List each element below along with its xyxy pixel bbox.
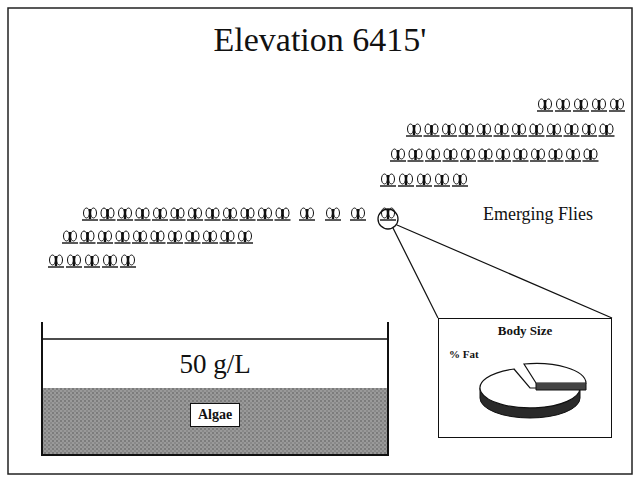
fly-icon [48,255,64,267]
fly-icon [275,208,291,220]
fly-icon [84,255,100,267]
fly-icon [257,208,273,220]
fly-icon [565,149,581,161]
fly-icon [511,124,527,136]
fly-icon [441,124,457,136]
fly-icon [460,149,476,161]
algae-label: Algae [198,406,232,424]
fly-icon [152,208,168,220]
fly-swarm [48,99,625,267]
zoom-leader [397,225,612,318]
frame-border [8,8,632,474]
algae-layer [43,388,387,454]
fly-icon [452,174,468,186]
fly-icon [581,124,597,136]
fly-icon [150,231,166,243]
zoom-circle [378,209,398,229]
fly-icon [476,124,492,136]
fly-icon [237,231,253,243]
fly-icon [185,231,201,243]
fly-icon [459,124,475,136]
tank-box: 50 g/L Algae [42,322,388,455]
fly-icon [135,208,151,220]
fly-icon [62,231,78,243]
fly-icon [380,208,396,220]
tank-outline [42,322,388,455]
fly-icon [546,124,562,136]
fly-icon [202,231,218,243]
zoom-leader [393,228,438,318]
fly-icon [555,99,571,111]
fly-icon [380,174,396,186]
diagram-title: Elevation 6415' [0,20,640,60]
fly-icon [100,208,116,220]
pie-chart [480,363,586,418]
fly-icon [573,99,589,111]
fly-icon [478,149,494,161]
fly-icon [102,255,118,267]
fly-icon [117,208,133,220]
fly-icon [132,231,148,243]
fly-icon [299,208,315,220]
fly-icon [66,255,82,267]
fly-icon [443,149,459,161]
fly-icon [398,174,414,186]
fly-icon [80,231,96,243]
fly-icon [115,231,131,243]
fly-icon [220,231,236,243]
fly-icon [187,208,203,220]
fly-icon [120,255,136,267]
fly-icon [390,149,406,161]
box-heading: Body Size [439,323,611,339]
fly-icon [167,231,183,243]
fly-icon [240,208,256,220]
concentration-label: 50 g/L [42,348,388,380]
fly-icon [424,124,440,136]
fly-icon [564,124,580,136]
fly-icon [425,149,441,161]
fly-icon [530,149,546,161]
fly-icon [548,149,564,161]
fly-icon [537,99,553,111]
fly-icon [495,149,511,161]
fly-icon [97,231,113,243]
annotation-label: Emerging Flies [478,203,598,225]
fly-icon [205,208,221,220]
fly-icon [513,149,529,161]
fly-icon [170,208,186,220]
fly-icon [494,124,510,136]
water-surface [42,338,388,340]
fly-icon [591,99,607,111]
fly-icon [416,174,432,186]
fly-icon [325,208,341,220]
fly-icon [583,149,599,161]
fly-icon [222,208,238,220]
fly-icon [599,124,615,136]
fly-icon [434,174,450,186]
fly-icon [529,124,545,136]
fly-icon [82,208,98,220]
zoom-box: Body Size % Fat [438,318,612,438]
axis-label: % Fat [449,347,479,361]
fly-icon [350,208,366,220]
fly-icon [408,149,424,161]
algae-box: Algae [190,403,240,427]
fly-icon [609,99,625,111]
fly-icon [406,124,422,136]
